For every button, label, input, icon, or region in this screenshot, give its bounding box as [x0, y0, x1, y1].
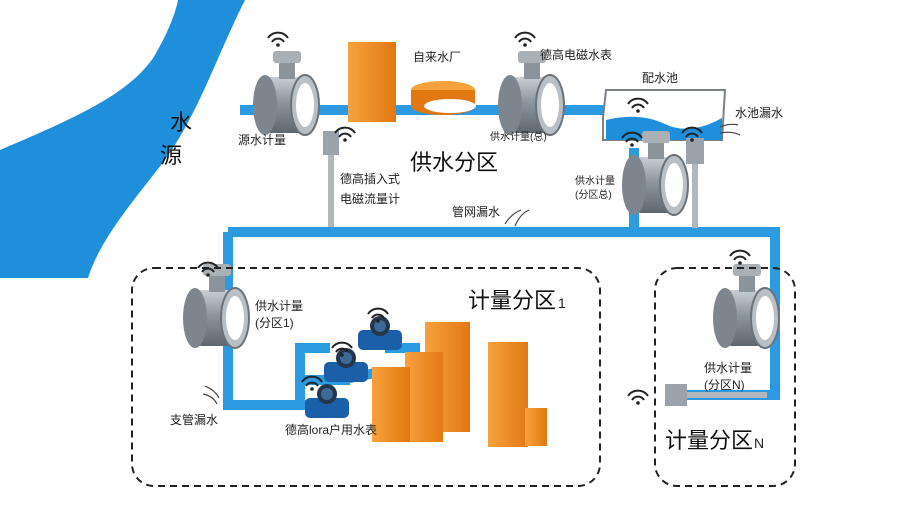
source-meter-label: 源水计量	[238, 133, 286, 147]
wifi-icon-zoneN	[729, 249, 751, 266]
em-meter-icon	[497, 50, 565, 136]
zoneN-meter-icon	[712, 263, 780, 349]
river-label-2: 源	[160, 143, 182, 168]
insertion-meter-label-2: 电磁流量计	[340, 191, 400, 206]
em-meter-label: 德高电磁水表	[540, 47, 612, 62]
wifi-icon-source	[267, 31, 289, 48]
lora-meter-icon-1	[358, 316, 402, 350]
reservoir-insertion-meter-icon	[686, 138, 704, 228]
waterworks-building	[348, 42, 476, 122]
reservoir-label: 配水池	[642, 71, 678, 85]
zoneN-title: 计量分区	[665, 428, 753, 453]
zoneN-supply-label-2: (分区N)	[704, 378, 745, 392]
lora-meter-label: 德高lora户用水表	[285, 422, 377, 437]
waterworks-label: 自来水厂	[413, 50, 461, 64]
river	[0, 0, 245, 278]
river-label-1: 水	[170, 110, 192, 135]
wifi-icon-zoneN-insertion	[627, 389, 649, 406]
wifi-icon-em	[514, 31, 536, 48]
zone1-meter-icon	[182, 263, 250, 349]
zone1-supply-label-1: 供水计量	[255, 299, 303, 313]
zoneN-supply-label-1: 供水计量	[704, 361, 752, 375]
zone-supply-total-label-1: 供水计量	[575, 174, 615, 187]
zoneN-suffix: N	[754, 435, 764, 451]
zone1-buildings	[372, 322, 547, 447]
zoneN-boundary	[654, 267, 796, 487]
insertion-meter-icon	[323, 131, 339, 227]
zone1-boundary	[131, 267, 601, 487]
source-meter-icon	[252, 50, 320, 136]
leak-spray-icon	[202, 123, 741, 405]
zoneN-insertion-meter-icon	[665, 384, 767, 406]
zone1-supply-label-2: (分区1)	[255, 316, 294, 330]
lora-meter-icon-2	[324, 348, 368, 382]
branch-leak-label: 支管漏水	[170, 412, 218, 427]
zone1-title: 计量分区	[468, 288, 556, 313]
supply-zone-title: 供水分区	[410, 150, 498, 175]
reservoir-leak-label: 水池漏水	[735, 106, 783, 120]
zone1-suffix: 1	[558, 295, 566, 311]
network-leak-label: 管网漏水	[452, 204, 500, 219]
supply-total-label: 供水计量(总)	[490, 130, 547, 143]
insertion-meter-label-1: 德高插入式	[340, 171, 400, 186]
zone-supply-total-label-2: (分区总)	[575, 188, 612, 201]
